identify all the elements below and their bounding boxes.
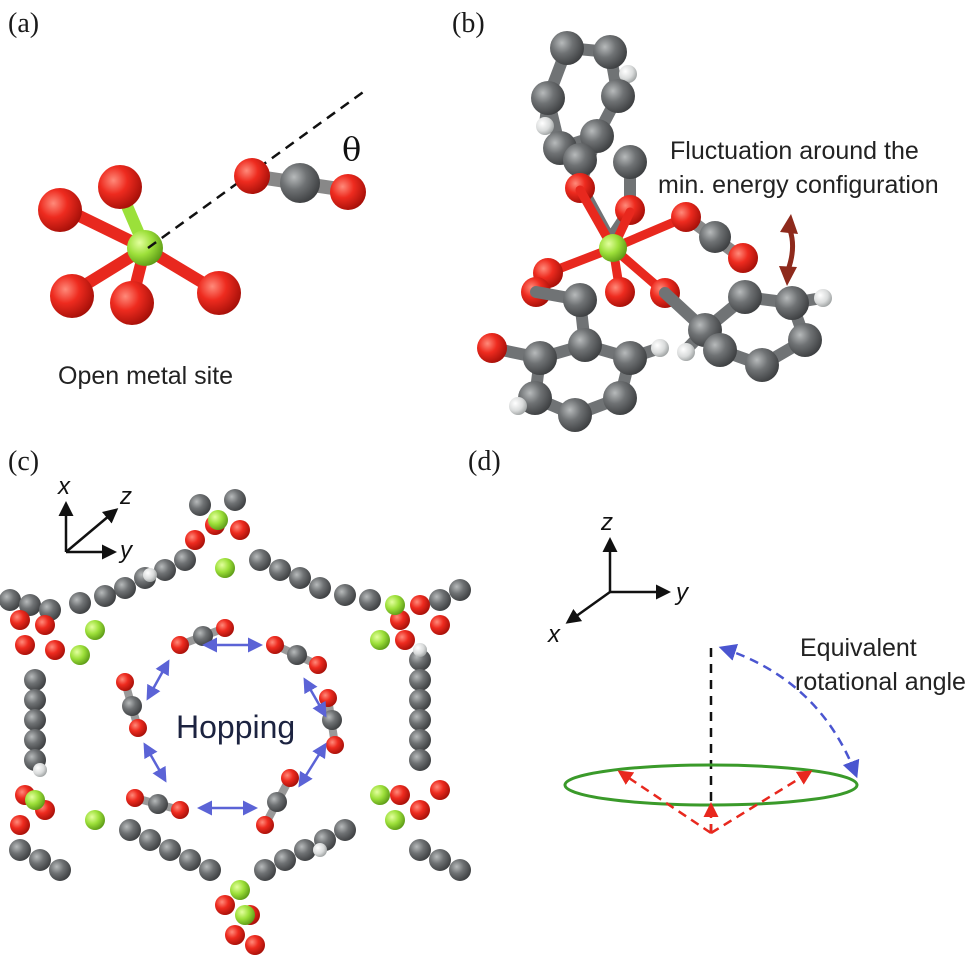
panel-d: (d) z y x Equivalent rotational angle xyxy=(468,446,966,835)
axis-c-z: z xyxy=(119,483,132,510)
axes-c xyxy=(58,501,119,560)
panel-b-caption-line2: min. energy configuration xyxy=(658,171,939,199)
axis-d-x: x xyxy=(547,621,561,648)
axis-c-x: x xyxy=(57,473,71,500)
panel-b-label: (b) xyxy=(452,8,485,39)
metal-complex-molecule xyxy=(477,31,832,432)
cone-arrows xyxy=(617,770,813,835)
panel-d-caption-line2: rotational angle xyxy=(795,668,966,696)
hopping-arrows xyxy=(143,637,327,816)
co2-molecule-b xyxy=(671,202,758,273)
panel-b-caption-line1: Fluctuation around the xyxy=(670,137,919,165)
fluctuation-arrow xyxy=(779,214,798,286)
open-metal-site-molecule xyxy=(38,165,241,325)
axis-c-y: y xyxy=(118,537,134,564)
metal-atom xyxy=(127,230,163,266)
panel-b: (b) xyxy=(452,8,939,432)
panel-a: (a) θ Open metal site xyxy=(8,8,367,390)
panel-c: (c) x z y xyxy=(0,446,471,955)
axis-d-z: z xyxy=(600,509,613,536)
axes-d xyxy=(565,537,671,624)
theta-symbol: θ xyxy=(342,130,361,168)
panel-d-caption-line1: Equivalent xyxy=(800,634,917,662)
panel-d-label: (d) xyxy=(468,446,501,477)
hopping-label: Hopping xyxy=(176,709,295,745)
panel-a-caption: Open metal site xyxy=(58,362,233,390)
co2-axis-dashed-line xyxy=(147,88,367,250)
rotation-angle-arc xyxy=(718,644,860,779)
mof-framework xyxy=(0,489,471,955)
panel-a-label: (a) xyxy=(8,8,39,39)
co2-molecule-a xyxy=(234,158,366,210)
axis-d-y: y xyxy=(674,579,690,606)
co2-molecules-c xyxy=(116,619,344,834)
panel-c-label: (c) xyxy=(8,446,39,477)
